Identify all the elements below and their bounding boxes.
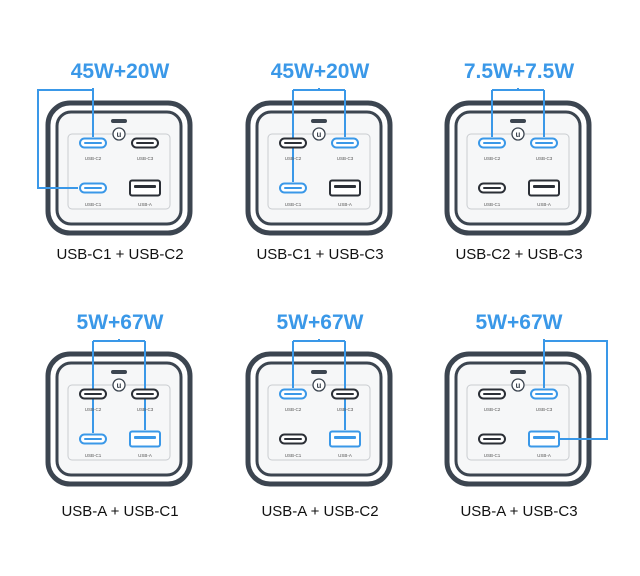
- brand-logo-icon: [511, 127, 525, 141]
- port-c1-contact: [284, 187, 302, 189]
- indicator-slot: [510, 119, 526, 123]
- brand-logo-icon-letter: u: [117, 130, 122, 139]
- connection-line: [292, 339, 346, 430]
- port-label-c3: USB-C3: [137, 407, 154, 412]
- brand-logo-icon: [112, 378, 126, 392]
- panel-1-caption: USB-C1 + USB-C2: [56, 246, 184, 263]
- connection-line: [491, 88, 545, 137]
- port-a-contact: [533, 436, 555, 439]
- port-label-a: USB-A: [537, 453, 551, 458]
- port-c2-contact: [483, 142, 501, 144]
- port-c2-contact: [84, 393, 102, 395]
- port-label-c1: USB-C1: [85, 453, 102, 458]
- brand-logo-icon: [511, 378, 525, 392]
- port-label-c1: USB-C1: [484, 453, 501, 458]
- brand-logo-icon-letter: u: [117, 381, 122, 390]
- port-label-a: USB-A: [138, 453, 152, 458]
- panel-4-caption: USB-A + USB-C1: [61, 503, 179, 520]
- connection-line: [92, 339, 146, 433]
- port-c3-contact: [336, 142, 354, 144]
- brand-logo-icon-letter: u: [516, 130, 521, 139]
- port-c1-contact: [84, 438, 102, 440]
- port-label-a: USB-A: [138, 202, 152, 207]
- panel-5-caption: USB-A + USB-C2: [261, 503, 379, 520]
- port-label-c3: USB-C3: [337, 156, 354, 161]
- port-label-c2: USB-C2: [484, 407, 501, 412]
- port-label-c3: USB-C3: [337, 407, 354, 412]
- connection-line: [292, 88, 346, 182]
- port-c2-contact: [284, 142, 302, 144]
- port-label-c2: USB-C2: [285, 156, 302, 161]
- port-c2-contact: [84, 142, 102, 144]
- brand-logo-icon-letter: u: [317, 130, 322, 139]
- port-label-a: USB-A: [338, 202, 352, 207]
- port-label-a: USB-A: [338, 453, 352, 458]
- panel-5-power-title: 5W+67W: [276, 311, 364, 334]
- panel-2-caption: USB-C1 + USB-C3: [256, 246, 384, 263]
- brand-logo-icon: [312, 378, 326, 392]
- port-label-c1: USB-C1: [484, 202, 501, 207]
- port-a-contact: [334, 436, 356, 439]
- port-c1-contact: [284, 438, 302, 440]
- port-c3-contact: [136, 393, 154, 395]
- port-c3-contact: [136, 142, 154, 144]
- panel-2-power-title: 45W+20W: [270, 60, 370, 83]
- port-label-c2: USB-C2: [484, 156, 501, 161]
- indicator-slot: [111, 119, 127, 123]
- connection-line: [37, 88, 94, 189]
- connection-line: [543, 339, 608, 440]
- port-a-contact: [134, 185, 156, 188]
- port-c2-contact: [284, 393, 302, 395]
- port-c2-contact: [483, 393, 501, 395]
- indicator-slot: [111, 370, 127, 374]
- port-label-c1: USB-C1: [85, 202, 102, 207]
- port-a-contact: [533, 185, 555, 188]
- port-label-c2: USB-C2: [85, 407, 102, 412]
- port-a-contact: [334, 185, 356, 188]
- port-c3-contact: [535, 393, 553, 395]
- panel-6-caption: USB-A + USB-C3: [460, 503, 578, 520]
- panel-6-power-title: 5W+67W: [475, 311, 563, 334]
- port-c1-contact: [483, 187, 501, 189]
- brand-logo-icon: [312, 127, 326, 141]
- port-label-c2: USB-C2: [285, 407, 302, 412]
- port-label-c3: USB-C3: [137, 156, 154, 161]
- port-c3-contact: [535, 142, 553, 144]
- indicator-slot: [311, 119, 327, 123]
- indicator-slot: [311, 370, 327, 374]
- panel-3-power-title: 7.5W+7.5W: [463, 60, 575, 83]
- indicator-slot: [510, 370, 526, 374]
- port-label-c1: USB-C1: [285, 453, 302, 458]
- port-c1-contact: [84, 187, 102, 189]
- brand-logo-icon: [112, 127, 126, 141]
- port-label-c1: USB-C1: [285, 202, 302, 207]
- port-c3-contact: [336, 393, 354, 395]
- brand-logo-icon-letter: u: [516, 381, 521, 390]
- port-label-a: USB-A: [537, 202, 551, 207]
- brand-logo-icon-letter: u: [317, 381, 322, 390]
- port-label-c3: USB-C3: [536, 156, 553, 161]
- panel-3-caption: USB-C2 + USB-C3: [455, 246, 583, 263]
- port-label-c3: USB-C3: [536, 407, 553, 412]
- panel-1-power-title: 45W+20W: [70, 60, 170, 83]
- port-a-contact: [134, 436, 156, 439]
- port-label-c2: USB-C2: [85, 156, 102, 161]
- panel-4-power-title: 5W+67W: [76, 311, 164, 334]
- port-c1-contact: [483, 438, 501, 440]
